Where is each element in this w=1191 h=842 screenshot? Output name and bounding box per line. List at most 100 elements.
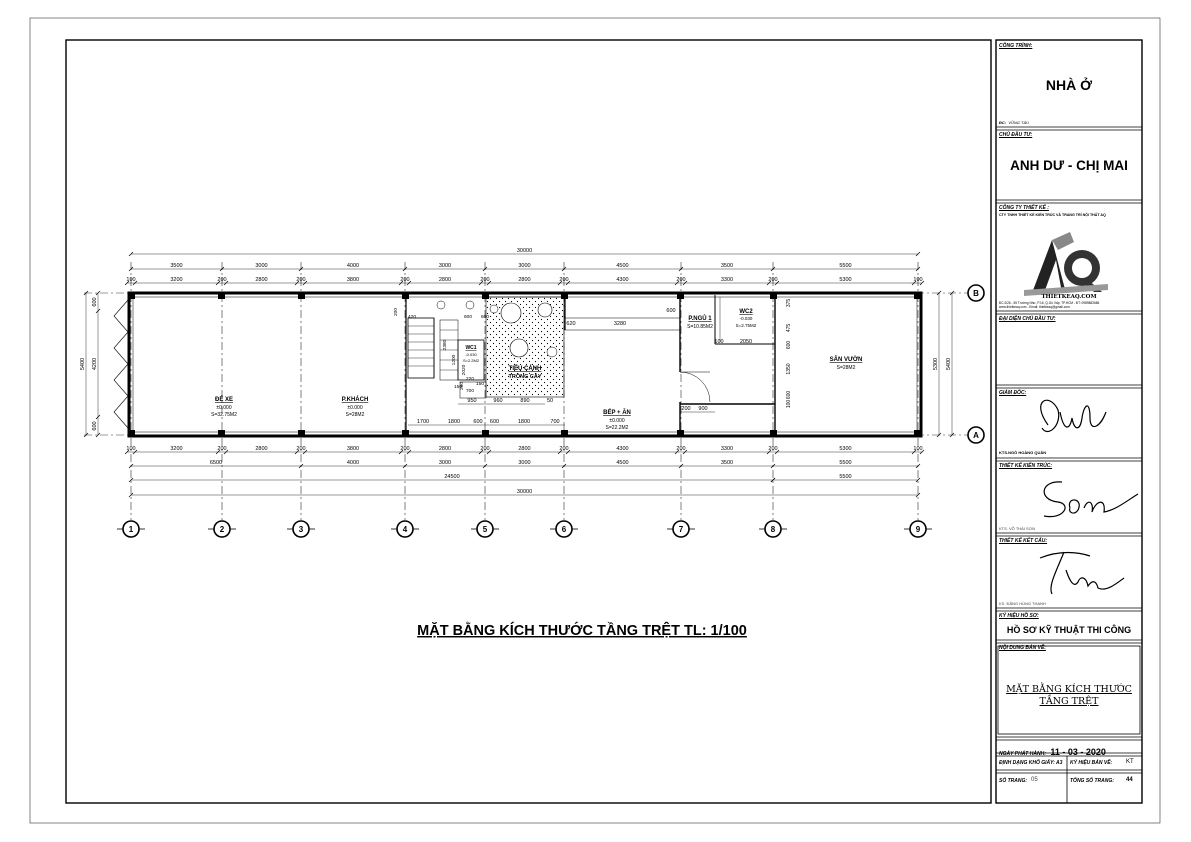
room-name-garden: SÂN VƯỜN xyxy=(830,355,863,363)
dim-tick xyxy=(936,290,942,296)
dim-top-spans-label: 4000 xyxy=(347,263,359,269)
dim-inner-c: 600 xyxy=(666,308,675,314)
dim-bot-inner-label: 5300 xyxy=(839,446,851,452)
owner-rep-label: ĐẠI DIỆN CHỦ ĐẦU TƯ: xyxy=(999,316,1056,322)
dim-tick xyxy=(402,266,408,272)
dim-tick xyxy=(678,266,684,272)
dim-top-spans-label: 4500 xyxy=(616,263,628,269)
dim-inner-g: 220 xyxy=(466,376,474,382)
dim-top-inner-label: 3300 xyxy=(721,277,733,283)
dim-tick xyxy=(398,449,404,455)
room-area-wc1: S=2.2M2 xyxy=(463,358,480,363)
owner-label: CHỦ ĐẦU TƯ: xyxy=(999,132,1033,138)
dim-top-inner-label: 3200 xyxy=(170,277,182,283)
company-contact: ĐC:2/26 - 55 Trường Như, P.16, Q.Gò Vấp,… xyxy=(999,301,1100,305)
dim-tick xyxy=(124,280,130,286)
sheet-border xyxy=(29,17,1161,824)
dim-tick xyxy=(774,280,780,286)
dim-inner-c: 3280 xyxy=(614,321,626,327)
dim-tick xyxy=(478,280,484,286)
drawing-frame xyxy=(65,39,992,804)
dim-top-spans-label: 5500 xyxy=(839,263,851,269)
dim-tick xyxy=(406,449,412,455)
dim-inner-b: 50 xyxy=(547,398,553,404)
dim-inner-f: 600 xyxy=(786,341,792,350)
dim-top-spans-label: 3000 xyxy=(518,263,530,269)
dim-top-inner-label: 200 xyxy=(559,277,568,283)
dim-tick xyxy=(565,449,571,455)
dim-bot-main-label: 3500 xyxy=(721,460,733,466)
dim-tick xyxy=(678,463,684,469)
dim-top-inner-label: 200 xyxy=(676,277,685,283)
dim-inner-f: 1350 xyxy=(786,363,792,374)
dim-tick xyxy=(915,266,921,272)
dim-tick xyxy=(298,463,304,469)
sheet-code: KT xyxy=(1126,759,1134,765)
dim-inner-d: 200 xyxy=(681,406,690,412)
dim-tick xyxy=(482,266,488,272)
dim-top-spans-label: 3500 xyxy=(170,263,182,269)
dim-tick xyxy=(83,432,89,438)
dim-top-spans-label: 3000 xyxy=(439,263,451,269)
dim-tick xyxy=(486,449,492,455)
dim-bot-inner-label: 200 xyxy=(296,446,305,452)
dim-inner-g: 1200 xyxy=(451,354,457,365)
exterior-wall xyxy=(127,291,923,438)
dim-inner-f: 475 xyxy=(786,324,792,333)
room-level-wc1: -0.030 xyxy=(465,352,477,357)
dim-top-inner-label: 2800 xyxy=(439,277,451,283)
row-label-A: A xyxy=(973,431,979,440)
dim-bot-inner-label: 3300 xyxy=(721,446,733,452)
dim-tick xyxy=(770,477,776,483)
dim-bot-24500-label: 24500 xyxy=(444,474,459,480)
dim-top-inner-label: 200 xyxy=(296,277,305,283)
structure-label: THIẾT KẾ KẾT CẤU: xyxy=(999,538,1048,544)
dim-bot-inner-label: 3200 xyxy=(170,446,182,452)
address: ĐC: VŨNG TÀU xyxy=(999,120,1029,125)
dim-bot-main-label: 4500 xyxy=(616,460,628,466)
content-label: NỘI DUNG BẢN VẼ: xyxy=(999,645,1046,651)
dim-inner-a: 1700 xyxy=(417,419,429,425)
dim-tick xyxy=(766,280,772,286)
dim-bot-main-label: 5500 xyxy=(839,460,851,466)
dim-inner-a: 600 xyxy=(473,419,482,425)
director-signature xyxy=(1040,399,1107,433)
dim-tick xyxy=(402,463,408,469)
dim-top-inner-label: 200 xyxy=(480,277,489,283)
dim-tick xyxy=(911,280,917,286)
dim-tick xyxy=(132,280,138,286)
dim-tick xyxy=(128,492,134,498)
dim-bot-inner-label: 200 xyxy=(400,446,409,452)
company-email: www.thietkeaq.com - Email: thietkeaq@gma… xyxy=(999,305,1070,309)
dim-top-inner-label: 200 xyxy=(400,277,409,283)
architect-label: THIẾT KẾ KIẾN TRÚC: xyxy=(999,463,1053,469)
dim-bot-inner-label: 2800 xyxy=(518,446,530,452)
website: THIETKEAQ.COM xyxy=(1041,294,1097,300)
staircase xyxy=(407,317,435,379)
dim-tick xyxy=(95,308,101,314)
row-bubble-B xyxy=(967,284,985,302)
logo-text: AQ xyxy=(1020,244,1120,245)
dim-inner-f: 600 xyxy=(786,391,792,400)
dim-tick xyxy=(294,280,300,286)
dim-tick xyxy=(682,449,688,455)
dim-tick xyxy=(128,266,134,272)
dim-bot-main-label: 4000 xyxy=(347,460,359,466)
dim-inner-g: 200 xyxy=(393,308,399,316)
sheet-code-label: KÝ HIỆU BẢN VẼ: xyxy=(1070,760,1113,766)
room-area-garden: S=28M2 xyxy=(837,365,856,371)
dim-tick xyxy=(478,449,484,455)
dim-inner-a: 700 xyxy=(550,419,559,425)
dim-tick xyxy=(557,449,563,455)
dim-tick xyxy=(936,432,942,438)
dim-inner-g: 250 xyxy=(459,382,465,390)
dim-inner-a: 1800 xyxy=(448,419,460,425)
dim-bot-main-label: 6500 xyxy=(210,460,222,466)
content-line2: TẦNG TRỆT xyxy=(1039,696,1099,707)
dim-bot-inner-label: 100 xyxy=(913,446,922,452)
dim-inner-b: 950 xyxy=(467,398,476,404)
address-value: VŨNG TÀU xyxy=(1008,120,1030,125)
